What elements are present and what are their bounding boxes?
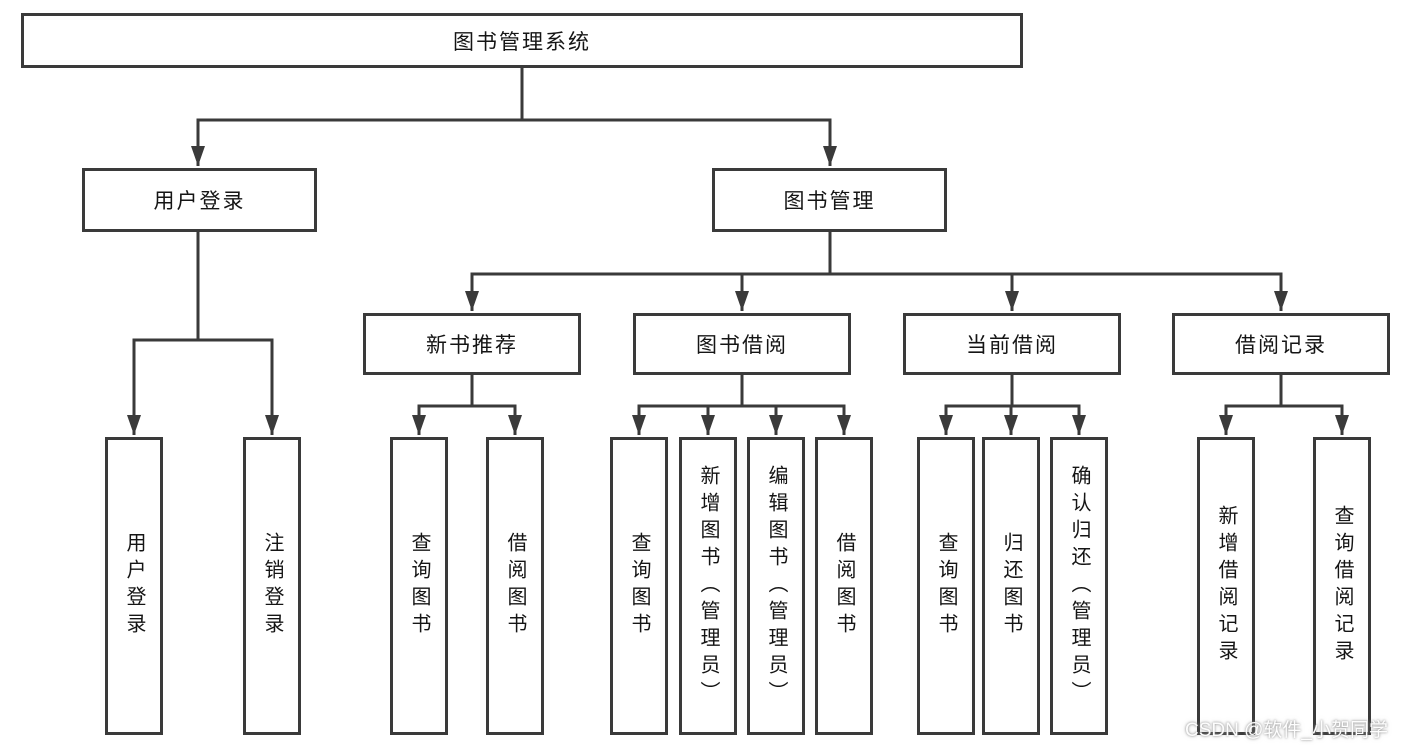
- node-library-management-system: 图书管理系统: [21, 13, 1023, 68]
- leaf-edit-books-admin: 编辑图书（管理员）: [747, 437, 805, 735]
- leaf-user-login: 用户登录: [105, 437, 163, 735]
- leaf-query-books-newbooks: 查询图书: [390, 437, 448, 735]
- leaf-query-borrow-record: 查询借阅记录: [1313, 437, 1371, 735]
- node-user-login-branch: 用户登录: [82, 168, 317, 232]
- leaf-query-books-borrowing: 查询图书: [610, 437, 668, 735]
- leaf-logout: 注销登录: [243, 437, 301, 735]
- node-current-borrowing: 当前借阅: [903, 313, 1121, 375]
- leaf-borrow-books-borrowing: 借阅图书: [815, 437, 873, 735]
- node-book-borrowing: 图书借阅: [633, 313, 851, 375]
- leaf-add-books-admin: 新增图书（管理员）: [679, 437, 737, 735]
- leaf-confirm-return-admin: 确认归还（管理员）: [1050, 437, 1108, 735]
- node-book-management-branch: 图书管理: [712, 168, 947, 232]
- node-new-book-recommendation: 新书推荐: [363, 313, 581, 375]
- leaf-add-borrow-record: 新增借阅记录: [1197, 437, 1255, 735]
- watermark: CSDN @软件_小贺同学: [1185, 720, 1388, 741]
- leaf-borrow-books-newbooks: 借阅图书: [486, 437, 544, 735]
- node-borrowing-records: 借阅记录: [1172, 313, 1390, 375]
- leaf-return-books: 归还图书: [982, 437, 1040, 735]
- leaf-query-books-current: 查询图书: [917, 437, 975, 735]
